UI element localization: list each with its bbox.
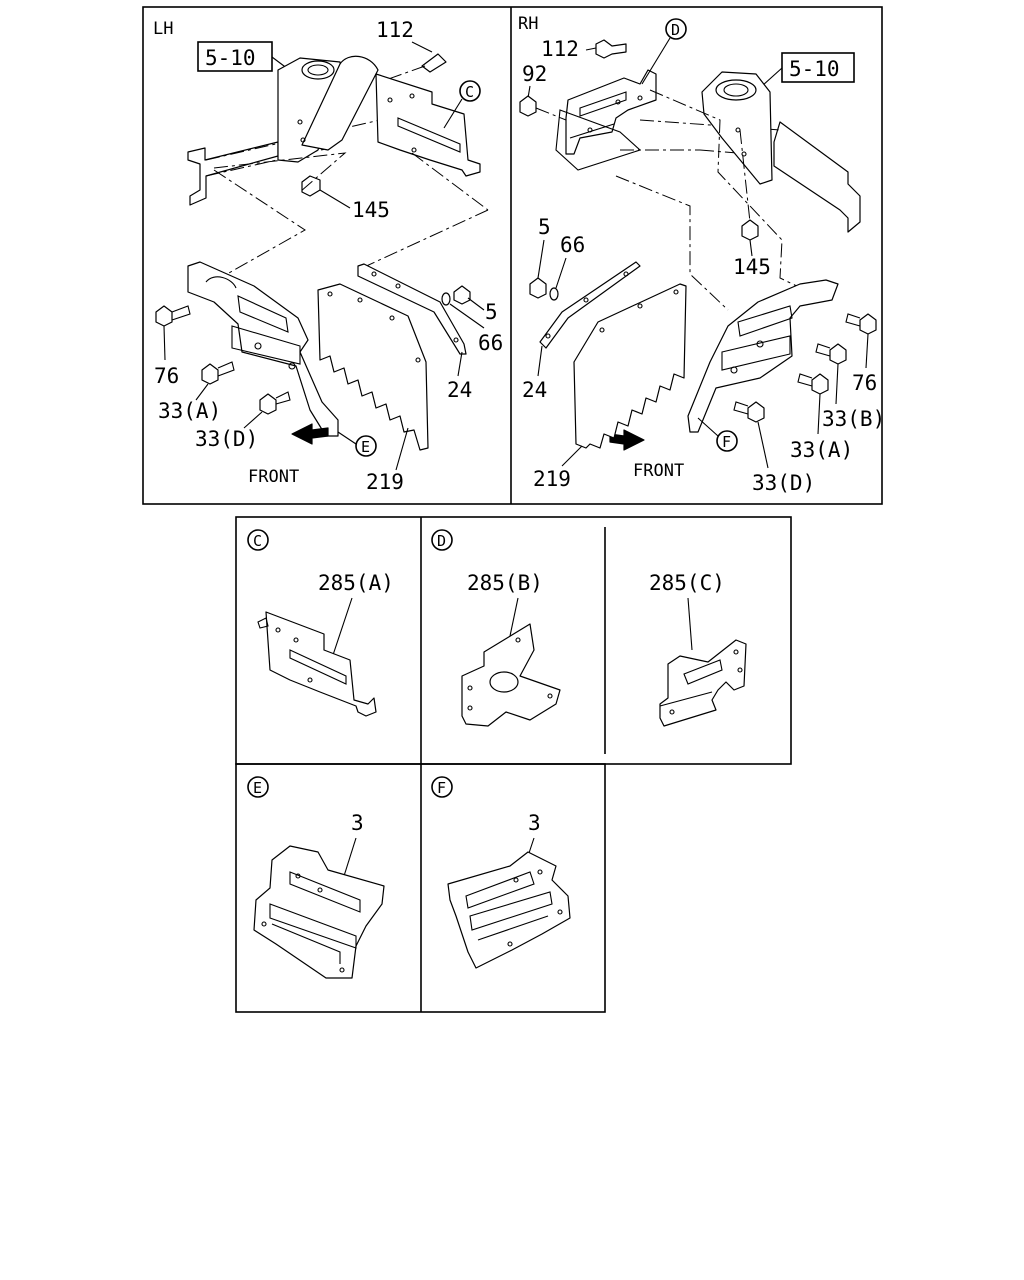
svg-text:F: F <box>437 779 446 797</box>
svg-text:C: C <box>465 83 474 101</box>
rh-label-66: 66 <box>560 233 585 257</box>
rh-bracket-d <box>565 69 657 155</box>
detail-285c-bracket <box>659 639 747 727</box>
lh-front-arrow <box>291 423 329 445</box>
lh-label-112: 112 <box>376 18 414 42</box>
rh-ref-box <box>781 52 855 83</box>
rh-bolt-33b <box>829 343 847 365</box>
lh-label-24: 24 <box>447 378 472 402</box>
lh-bolt-33a <box>201 363 219 385</box>
svg-text:E: E <box>361 438 370 456</box>
detail-f: F 3 <box>431 776 571 969</box>
lh-label-145: 145 <box>352 198 390 222</box>
rh-panel: RH 5-10 145 D 112 92 <box>518 14 885 495</box>
lh-mudguard-stay <box>187 261 339 437</box>
rh-header: RH <box>518 14 538 34</box>
rh-mudguard-stay <box>687 279 839 433</box>
detail-f-part-label: 3 <box>528 811 541 835</box>
lh-callout-c <box>459 80 481 102</box>
lh-label-33d: 33(D) <box>195 427 258 451</box>
lh-nut-145 <box>301 175 321 197</box>
rh-label-33b: 33(B) <box>822 407 885 431</box>
rh-callout-d <box>665 18 687 40</box>
rh-mudguard <box>573 283 687 449</box>
rh-label-76: 76 <box>852 371 877 395</box>
lh-washer-66 <box>441 292 451 306</box>
rh-label-33a: 33(A) <box>790 438 853 462</box>
detail-d-part-label: 285(B) <box>467 571 543 595</box>
detail-e-callout <box>247 776 269 798</box>
svg-text:D: D <box>437 532 446 550</box>
rh-frame-rail <box>773 121 861 233</box>
detail-285c: 285(C) <box>649 571 747 727</box>
svg-text:F: F <box>722 433 731 451</box>
lh-front-label: FRONT <box>248 467 299 487</box>
svg-text:D: D <box>671 21 680 39</box>
lh-ref-box-label: 5-10 <box>205 46 256 70</box>
lh-label-33a: 33(A) <box>158 399 221 423</box>
detail-f-callout <box>431 776 453 798</box>
detail-c-part-label: 285(A) <box>318 571 394 595</box>
rh-label-5: 5 <box>538 215 551 239</box>
detail-e-stay <box>253 845 385 979</box>
rh-bolt-112 <box>595 39 627 59</box>
lh-label-219: 219 <box>366 470 404 494</box>
rh-callout-f <box>716 430 738 452</box>
lh-nut-5 <box>453 285 471 305</box>
lh-label-5: 5 <box>485 300 498 324</box>
lh-header: LH <box>153 19 173 39</box>
detail-e-part-label: 3 <box>351 811 364 835</box>
lh-panel: LH 5-10 112 C 145 <box>153 18 503 494</box>
rh-bolt-76 <box>859 313 877 335</box>
rh-label-219: 219 <box>533 467 571 491</box>
detail-d: D 285(B) <box>431 529 561 727</box>
lh-label-76: 76 <box>154 364 179 388</box>
lh-bracket-c <box>375 73 481 177</box>
rh-label-33d: 33(D) <box>752 471 815 495</box>
lh-callout-e <box>355 435 377 457</box>
main-frame <box>142 6 883 505</box>
lh-mudguard <box>317 283 429 451</box>
rh-label-112: 112 <box>541 37 579 61</box>
lh-stay-24 <box>357 263 467 355</box>
rh-bolt-33a <box>811 373 829 395</box>
rh-label-145: 145 <box>733 255 771 279</box>
lh-label-66: 66 <box>478 331 503 355</box>
detail-c: C 285(A) <box>247 529 394 717</box>
lh-bolt-33d <box>259 393 277 415</box>
rh-nut-92 <box>519 95 537 117</box>
rh-nut-5 <box>529 277 547 299</box>
detail-f-stay <box>447 851 571 969</box>
lh-frame-rail <box>187 141 279 206</box>
detail-c-callout <box>247 529 269 551</box>
rh-nut-145 <box>741 219 759 241</box>
rh-washer-66 <box>549 287 559 301</box>
rh-ref-box-label: 5-10 <box>789 57 840 81</box>
rh-label-24: 24 <box>522 378 547 402</box>
lh-bolt-76 <box>155 305 173 327</box>
svg-text:C: C <box>253 532 262 550</box>
rh-bolt-33d <box>747 401 765 423</box>
detail-d-callout <box>431 529 453 551</box>
rh-front-label: FRONT <box>633 461 684 481</box>
rh-front-arrow <box>609 429 645 451</box>
lh-ref-box <box>197 41 273 72</box>
detail-e: E 3 <box>247 776 385 979</box>
rh-stay-24 <box>539 261 641 349</box>
rh-label-92: 92 <box>522 62 547 86</box>
detail-285c-part-label: 285(C) <box>649 571 725 595</box>
svg-text:E: E <box>253 779 262 797</box>
lh-bolt-112 <box>421 53 447 73</box>
